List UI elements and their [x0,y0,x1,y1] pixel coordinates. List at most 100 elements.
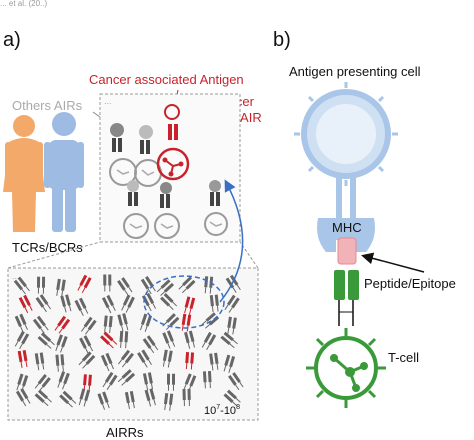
zoom-line-left [7,241,101,269]
receptor-glyph [119,330,129,349]
receptor-glyph [97,391,110,410]
receptor-glyph [117,349,134,368]
receptor-glyph [223,389,241,407]
receptor-glyph [166,373,176,391]
receptor-glyph [36,276,46,294]
receptor-glyph [142,372,154,391]
cells-group-upper [109,147,228,239]
receptor-glyph [18,294,33,314]
receptor-glyph [83,374,92,392]
receptor-glyph [59,390,77,408]
peptide-epitope-label: Peptide/Epitope [364,276,456,291]
panel-b-label: b) [273,29,291,51]
receptor-glyph [223,354,236,373]
receptor-glyph [34,352,45,371]
cancer-antigen-label: Cancer associated Antigen [89,72,244,87]
receptor-glyph [124,391,135,409]
receptor-glyph [117,369,136,386]
receptor-glyph [162,330,176,349]
receptor-glyph [142,335,159,354]
receptor-glyph [56,278,66,297]
receptor-glyph [37,332,55,349]
t-cell-label: T-cell [388,350,419,365]
receptor-glyph [103,274,112,292]
receptor-glyph [78,388,91,407]
mhc-stalk-left [336,176,342,222]
panel-a-label: a) [3,29,21,51]
receptor-glyph [74,297,89,317]
receptor-glyph [209,294,219,313]
receptor-glyph [163,392,174,411]
apc-label: Antigen presenting cell [289,64,421,79]
receptor-glyph [78,351,96,369]
repertoire-size-label: 107-108 [204,404,240,417]
receptor-glyph [201,331,217,351]
receptor-glyph [201,312,220,329]
receptor-glyph [227,316,237,335]
airrs-box-ellipsis: ... [12,271,20,281]
receptor-glyph [55,354,65,372]
peptide-arrow [361,252,425,273]
receptor-glyph [34,389,52,407]
receptor-glyph [77,274,92,294]
receptor-glyph [100,331,118,349]
antigen-presenting-cell [294,82,398,186]
receptor-glyph [15,388,31,407]
peptide [337,237,357,265]
receptor-glyph [100,352,115,372]
receptor-glyph [228,372,244,391]
receptor-glyph [224,294,240,313]
receptor-glyph [121,294,135,313]
receptor-glyph [220,331,238,349]
receptor-glyph [54,315,71,334]
selection-ellipse [143,275,225,329]
receptor-glyph [13,276,30,295]
receptor-glyph [14,313,28,333]
receptor-glyph [14,330,30,350]
man-figure [44,112,84,232]
receptor-glyph [80,316,97,335]
receptor-glyph [178,276,196,294]
selection-arrow [219,179,244,303]
receptor-glyph [209,352,219,371]
receptor-glyph [101,294,116,314]
receptor-glyph [160,293,178,310]
receptor-glyph [57,371,70,390]
airrs-label: AIRRs [106,425,144,440]
antigens-upper [110,104,221,194]
receptor-glyph [184,296,196,315]
receptor-glyph [202,370,212,389]
receptor-glyph [144,388,156,407]
receptor-glyph [140,276,156,295]
mhc-molecule [317,218,375,252]
receptor-glyph [162,349,173,368]
receptor-glyph [79,335,94,354]
receptors-upper [112,124,220,208]
receptor-glyph [156,279,174,296]
woman-figure [3,115,45,232]
receptor-glyph [32,315,49,334]
receptor-glyph [139,313,153,332]
receptor-glyph [117,313,129,332]
t-cell [306,328,386,408]
t-cell-receptor [334,270,359,326]
mhc-stalk-right [350,176,356,222]
receptor-glyph [60,294,72,313]
selected-airs-box [99,93,241,243]
selected-box-ellipsis: ... [104,96,112,106]
others-airs-label: Others AIRs [12,98,83,113]
receptor-glyph [35,294,51,313]
header-fragment: ... et al. (20..) [0,0,47,8]
mhc-label: MHC [332,220,362,235]
receptor-glyph [137,349,152,368]
receptor-glyph [184,330,196,349]
tcrs-bcrs-label: TCRs/BCRs [12,240,83,255]
receptor-glyph [185,352,195,370]
receptor-glyph [103,315,113,334]
receptor-glyph [117,277,133,296]
receptor-repertoire [13,274,244,411]
receptor-glyph [102,371,118,390]
receptor-glyph [55,334,68,353]
receptor-glyph [182,388,191,407]
